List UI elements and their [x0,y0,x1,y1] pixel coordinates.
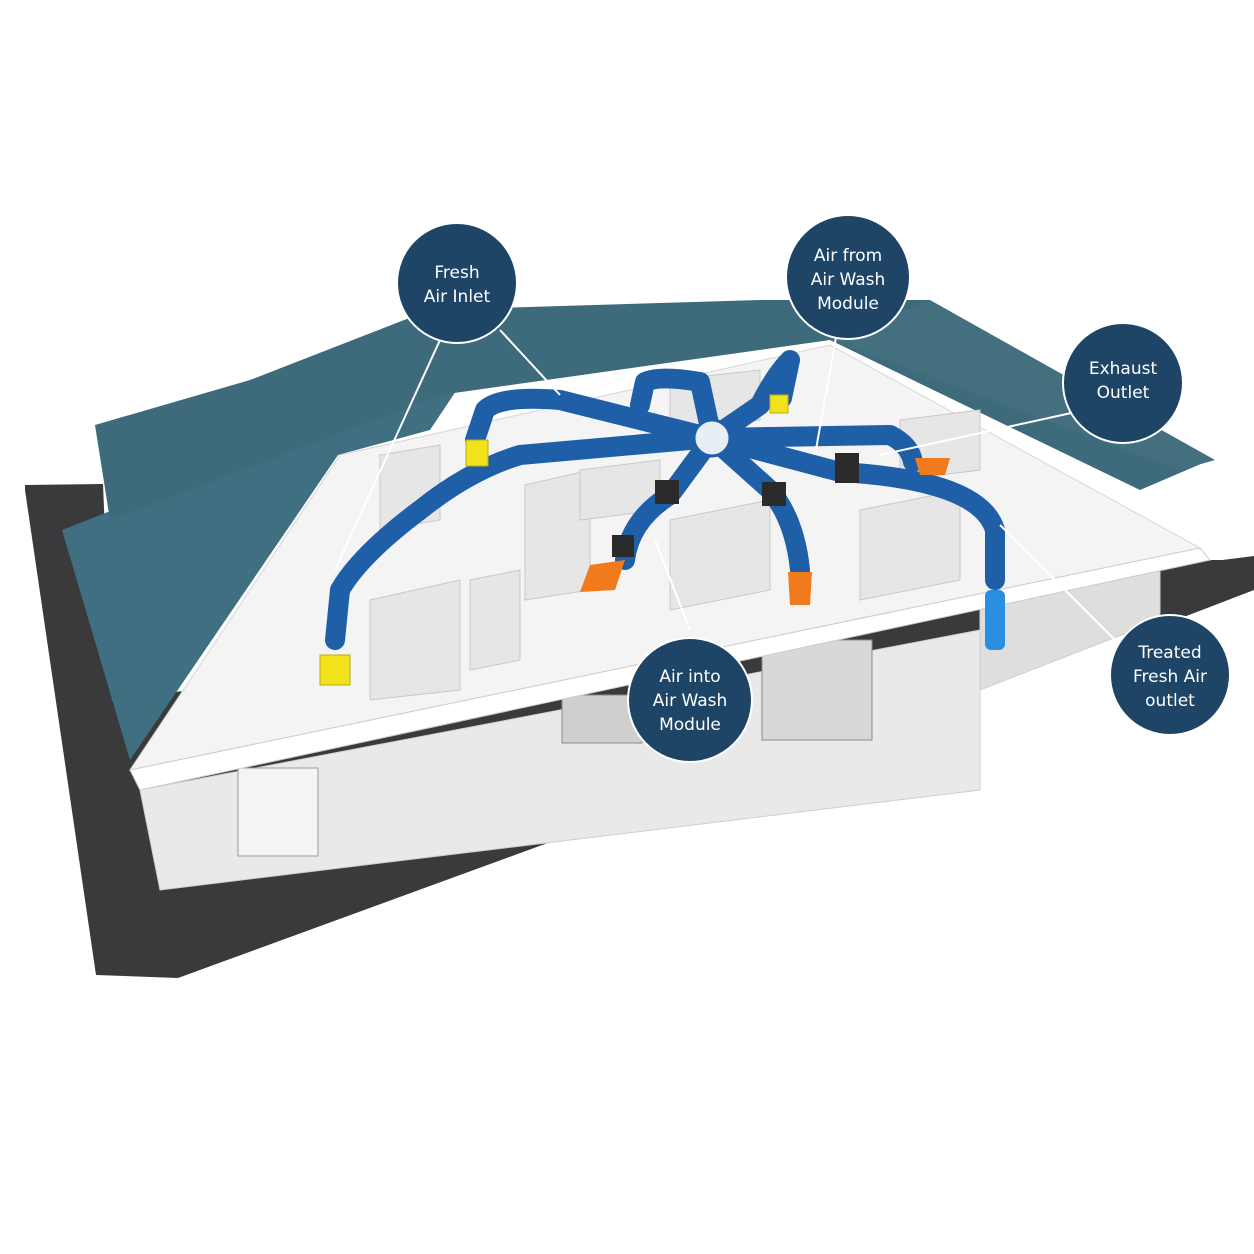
exhaust-outlet-unit-front2 [788,572,812,605]
fresh-air-inlet-unit-right [769,394,789,414]
duct-run-left [325,428,722,650]
exhaust-outlet-unit-front1 [580,560,625,592]
callout-fresh-air-inlet-line-2: Air Inlet [424,287,491,307]
junction-boxes [612,453,859,557]
duct-run-backleft [465,388,722,450]
callout-air-into-line-2: Air Wash [653,691,728,711]
callout-air-into-line-3: Module [659,715,721,735]
callout-treated-line-2: Fresh Air [1133,667,1207,687]
callout-exhaust-line-2: Outlet [1097,383,1150,403]
callout-air-from-line-1: Air from [814,246,882,266]
callout-air-from-line-2: Air Wash [811,270,886,290]
exhaust-outlet-unit-right [915,458,950,475]
callout-air-from-air-wash-module: Air from Air Wash Module [785,214,911,340]
leader-lines [334,314,1126,651]
duct-run-back [630,368,722,448]
duct-run-right [702,425,923,472]
callout-exhaust-line-1: Exhaust [1089,359,1158,379]
callout-treated-fresh-air-outlet: Treated Fresh Air outlet [1109,614,1231,736]
callout-fresh-air-inlet: Fresh Air Inlet [396,222,518,344]
callout-exhaust-outlet: Exhaust Outlet [1062,322,1184,444]
callout-fresh-air-inlet-line-1: Fresh [434,263,479,283]
callout-air-from-line-3: Module [817,294,879,314]
fresh-air-inlet-unit-back [465,439,489,467]
callout-treated-line-1: Treated [1137,643,1201,663]
duct-run-frontright [702,428,1005,590]
front-door [237,767,319,857]
ground-slab-right [1150,560,1254,630]
roof-left [62,370,470,760]
central-hub [692,418,732,458]
callout-air-into-line-1: Air into [659,667,720,687]
treated-fresh-air-outlet-unit [985,590,1005,650]
interior-walls [369,369,981,701]
fresh-air-inlet-unit-left [319,654,351,686]
callout-treated-line-3: outlet [1145,691,1195,711]
callout-air-into-air-wash-module: Air into Air Wash Module [627,637,753,763]
duct-run-backright [702,350,800,448]
duct-network [325,350,1005,650]
sliding-door [761,639,873,741]
